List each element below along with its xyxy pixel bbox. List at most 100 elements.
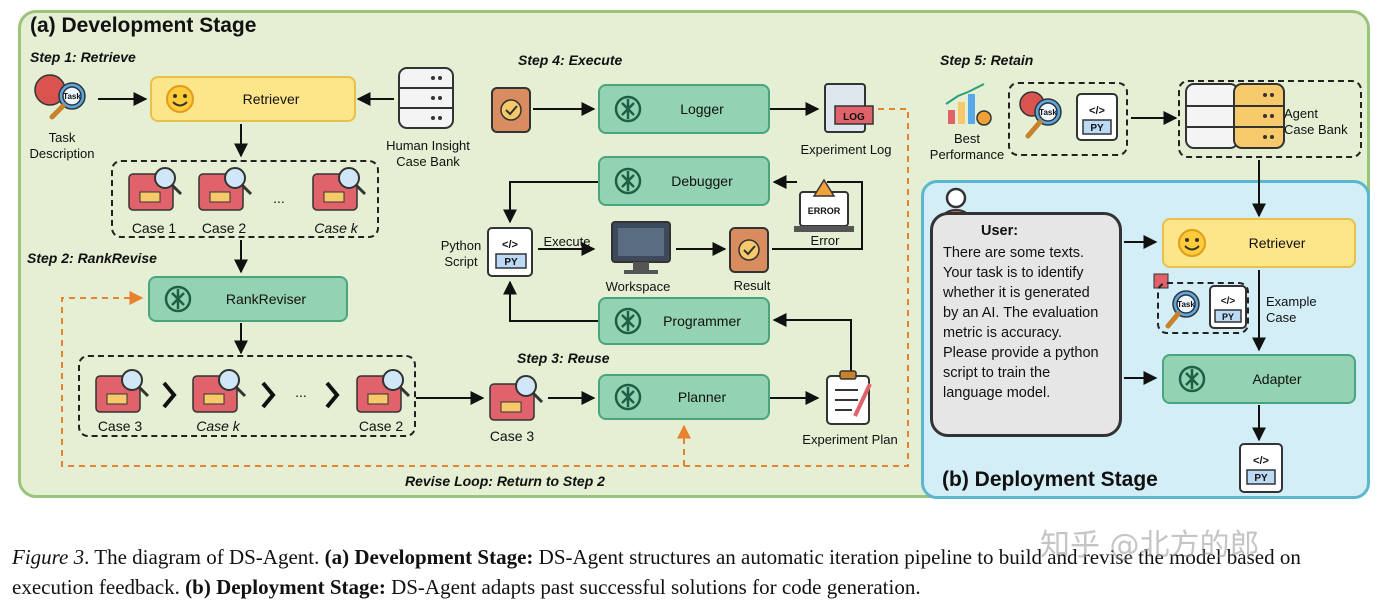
experiment-log-label: Experiment Log [800, 142, 892, 157]
step-3-title: Step 3: Reuse [517, 350, 610, 366]
python-file-icon: </> PY [1076, 93, 1118, 141]
case-folder-icon [312, 167, 367, 211]
example-case-label: Example Case [1266, 294, 1317, 325]
step-2-title: Step 2: RankRevise [27, 250, 157, 266]
agent-database-icon [1185, 83, 1285, 149]
svg-text:</>: </> [1089, 105, 1105, 117]
case-folder-icon [489, 375, 544, 421]
development-stage-title: (a) Development Stage [30, 14, 257, 37]
figure-caption: Figure 3. The diagram of DS-Agent. (a) D… [12, 542, 1382, 602]
svg-text:PY: PY [504, 257, 518, 268]
python-file-icon: </> PY [1239, 443, 1283, 493]
svg-text:</>: </> [1253, 455, 1269, 467]
rankreviser-module: RankReviser [148, 276, 348, 322]
human-case-bank-label: Human Insight Case Bank [386, 138, 470, 169]
svg-text:Task: Task [1039, 108, 1057, 117]
retrieved-cases-group [111, 160, 379, 238]
step-1-title: Step 1: Retrieve [30, 49, 136, 65]
svg-text:LOG: LOG [843, 112, 865, 123]
case-2-label: Case 2 [201, 220, 247, 236]
arrow-result-to-error [772, 181, 863, 250]
error-laptop-icon: ERROR [794, 178, 854, 232]
case-folder-icon [128, 167, 183, 211]
openai-icon [608, 381, 648, 413]
chevron-right-icon [261, 381, 276, 409]
execute-label: Execute [543, 234, 591, 249]
caption-a-text: DS-Agent structures an automatic iterati… [12, 545, 1301, 599]
caption-a-label: (a) Development Stage: [324, 545, 534, 569]
ranked-cases-group [78, 355, 416, 437]
caption-figure-number: Figure 3 [12, 545, 85, 569]
ranked-case-3-label: Case 3 [97, 418, 143, 434]
svg-text:ERROR: ERROR [808, 206, 841, 216]
arrow-plan-to-programmer [772, 313, 852, 372]
ellipsis-label: ... [273, 190, 285, 206]
case-folder-icon [198, 167, 253, 211]
openai-icon [158, 283, 198, 315]
revise-loop-path [61, 108, 909, 467]
case-k-label: Case k [314, 220, 358, 236]
task-icon: Task [1153, 273, 1200, 329]
rankreviser-label: RankReviser [225, 291, 307, 307]
log-file-icon: LOG [824, 83, 874, 133]
svg-text:PY: PY [1254, 473, 1268, 484]
programmer-label: Programmer [663, 313, 741, 329]
retriever-module: Retriever [150, 76, 356, 122]
human-insight-database-icon [398, 67, 454, 129]
result-label: Result [733, 278, 771, 293]
logger-module: Logger [598, 84, 770, 134]
chevron-right-icon [162, 381, 177, 409]
svg-text:PY: PY [1222, 312, 1234, 322]
svg-text:Task: Task [63, 92, 81, 101]
deployment-retriever-label: Retriever [1248, 235, 1306, 251]
clipboard-plan-icon [826, 370, 872, 425]
svg-text:</>: </> [1221, 296, 1236, 307]
python-file-icon: </> PY [1209, 285, 1247, 329]
hugging-face-icon [160, 83, 200, 115]
bar-chart-icon [945, 83, 992, 126]
best-performance-label: Best Performance [929, 131, 1005, 162]
openai-icon [608, 305, 648, 337]
debugger-module: Debugger [598, 156, 770, 206]
watermark: 知乎 @北方的郎 [1040, 528, 1260, 563]
svg-text:Task: Task [1177, 300, 1195, 309]
arrow-debugger-to-script [503, 181, 600, 224]
svg-text:</>: </> [502, 239, 518, 251]
caption-b-text: DS-Agent adapts past successful solution… [385, 575, 921, 599]
hugging-face-icon [1172, 227, 1212, 259]
agent-case-bank-label: Agent Case Bank [1284, 106, 1348, 137]
error-label: Error [810, 233, 840, 248]
experiment-plan-label: Experiment Plan [802, 432, 898, 447]
user-prompt-box: User: There are some texts. Your task is… [930, 212, 1122, 437]
step-4-title: Step 4: Execute [518, 52, 623, 68]
step-5-title: Step 5: Retain [940, 52, 1034, 68]
python-file-icon: </> PY [487, 227, 533, 277]
retain-case-group [1008, 82, 1128, 156]
ranked-case-2-label: Case 2 [358, 418, 404, 434]
logger-label: Logger [680, 101, 724, 117]
agent-case-bank-group [1178, 80, 1362, 158]
adapter-label: Adapter [1252, 371, 1302, 387]
planner-module: Planner [598, 374, 770, 420]
retriever-label: Retriever [242, 91, 300, 107]
planner-label: Planner [677, 389, 727, 405]
case-folder-icon [356, 369, 411, 413]
case-folder-icon [95, 369, 150, 413]
openai-icon [608, 165, 648, 197]
case-1-label: Case 1 [131, 220, 177, 236]
arrow-programmer-to-script [503, 280, 600, 322]
deployment-retriever-module: Retriever [1162, 218, 1356, 268]
chevron-right-icon [325, 381, 340, 409]
example-case-group [1157, 282, 1249, 334]
revise-loop-label: Revise Loop: Return to Step 2 [405, 473, 605, 489]
caption-intro: . The diagram of DS-Agent. [84, 545, 325, 569]
debugger-label: Debugger [671, 173, 733, 189]
monitor-icon [611, 221, 671, 274]
user-prompt-text: There are some texts. Your task is to id… [943, 245, 1099, 401]
clipboard-result-icon [729, 227, 769, 273]
adapter-module: Adapter [1162, 354, 1356, 404]
programmer-module: Programmer [598, 297, 770, 345]
openai-icon [1172, 363, 1212, 395]
user-label: User: [981, 223, 1019, 239]
